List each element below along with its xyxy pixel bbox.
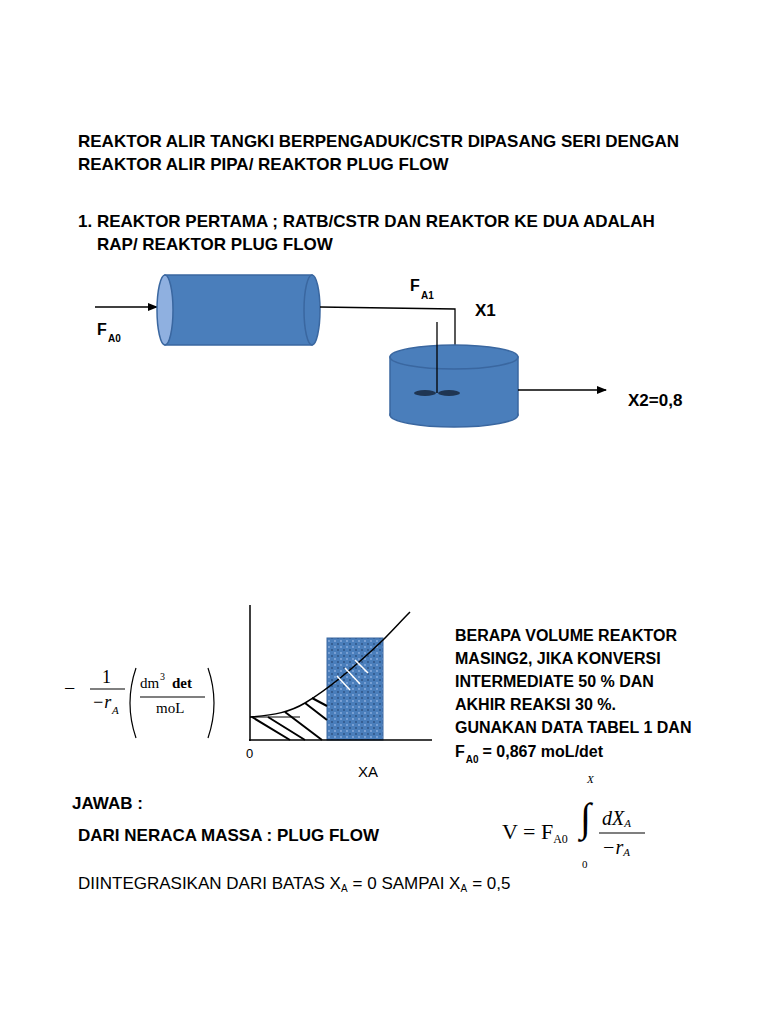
- answer-heading: JAWAB :: [72, 794, 143, 814]
- answer-text: DIINTEGRASIKAN DARI BATAS X: [78, 874, 341, 894]
- unit: det: [172, 675, 192, 692]
- minus-sign: −: [64, 677, 75, 700]
- flow-symbol: F: [455, 743, 465, 761]
- subheading: 1. REAKTOR PERTAMA ; RATB/CSTR DAN REAKT…: [97, 211, 672, 257]
- equation: V = F: [502, 819, 553, 844]
- equation: −r: [602, 836, 623, 859]
- subscript: A0: [108, 333, 121, 345]
- answer-text: DARI NERACA MASSA : PLUG FLOW: [78, 826, 379, 846]
- feed-arrow: [95, 306, 157, 307]
- subscript: A: [623, 846, 630, 859]
- subscript: A: [341, 883, 348, 895]
- axis-label: XA: [358, 763, 378, 780]
- subscript: A: [624, 817, 631, 830]
- subscript: A0: [466, 754, 479, 766]
- subscript: A: [112, 704, 119, 717]
- integral-limit: 0: [582, 858, 588, 871]
- answer-text: = 0,5: [472, 874, 510, 894]
- question-text: = 0,867 moL/det: [483, 743, 604, 761]
- unit: dm: [140, 675, 159, 692]
- plug-flow-reactor: [157, 275, 320, 345]
- integral-sign: ∫: [580, 795, 591, 841]
- answer-text: = 0 SAMPAI X: [353, 874, 461, 894]
- integral-limit: X: [587, 773, 594, 786]
- product-arrow: [518, 389, 606, 390]
- question-text: BERAPA VOLUME REAKTOR: [455, 627, 677, 645]
- levenspiel-plot: [249, 605, 432, 741]
- flow-symbol: F: [97, 321, 107, 339]
- question-text: GUNAKAN DATA TABEL 1 DAN: [455, 719, 691, 737]
- formula-strokes: [90, 668, 645, 833]
- unit: moL: [156, 700, 184, 717]
- numerator: 1: [102, 667, 111, 688]
- question-text: MASING2, JIKA KONVERSI: [455, 650, 661, 668]
- subscript: A: [460, 883, 467, 895]
- cstr-tank: [390, 322, 518, 427]
- question-text: INTERMEDIATE 50 % DAN: [455, 673, 654, 691]
- equation: dX: [602, 807, 624, 830]
- denominator: −r: [92, 692, 111, 713]
- flow-symbol: F: [410, 277, 420, 295]
- title: REAKTOR ALIR TANGKI BERPENGADUK/CSTR DIP…: [78, 131, 690, 177]
- axis-origin: 0: [246, 747, 253, 762]
- subscript: A1: [421, 290, 434, 302]
- superscript: 3: [160, 671, 165, 683]
- conversion-label: X1: [475, 301, 496, 321]
- question-text: AKHIR REAKSI 30 %.: [455, 696, 616, 714]
- conversion-label: X2=0,8: [628, 391, 682, 411]
- subscript: A0: [553, 833, 568, 847]
